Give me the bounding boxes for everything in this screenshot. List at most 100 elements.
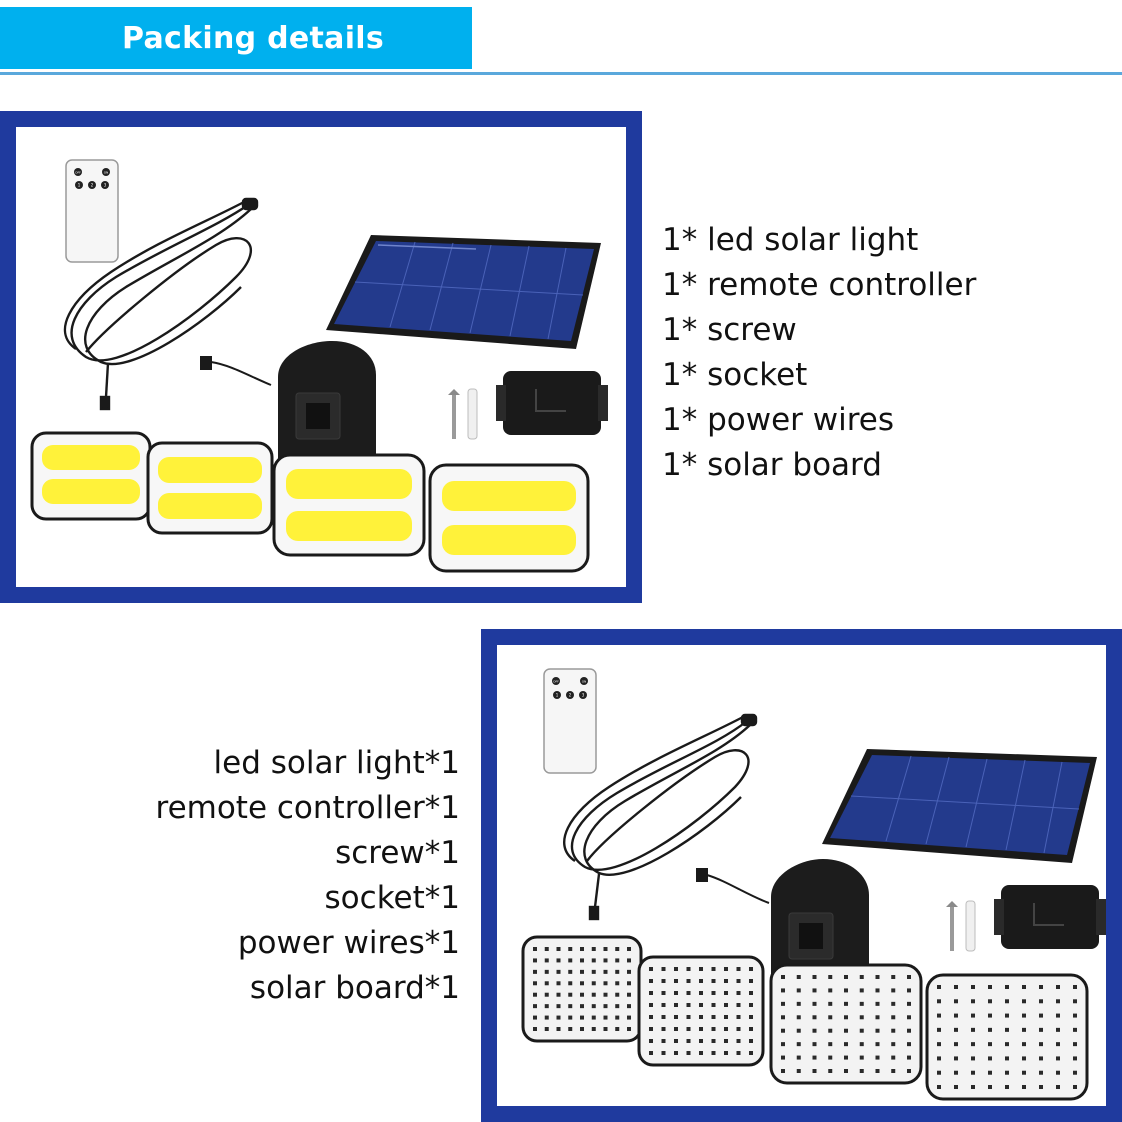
led-dot [556, 992, 561, 997]
led-dot [891, 988, 896, 993]
led-dot [907, 1015, 911, 1020]
list-item: 1* socket [662, 357, 808, 393]
led-dot [1073, 1042, 1077, 1047]
led-dot [699, 1051, 703, 1055]
socket-image [994, 885, 1106, 949]
led-dot [603, 992, 608, 997]
led-dot [649, 1003, 653, 1007]
list-item: 1* solar board [662, 447, 882, 483]
led-dot [627, 1004, 631, 1009]
led-dot [875, 988, 880, 993]
led-dot [875, 1069, 880, 1073]
led-dot [615, 969, 620, 974]
led-dot [615, 992, 620, 997]
remote-on-label: ON [104, 171, 109, 175]
led-dot [711, 1003, 716, 1007]
led-dot [907, 1001, 911, 1006]
led-dot [699, 991, 703, 995]
led-dot [591, 947, 596, 951]
led-dot [1073, 1085, 1077, 1089]
remote-controller-image: OFF ON 1 2 3 [65, 159, 119, 263]
led-dot [1022, 999, 1026, 1004]
led-dot [749, 1039, 753, 1043]
led-dot [781, 1001, 785, 1006]
led-dot [736, 991, 741, 995]
led-dot [568, 969, 573, 974]
led-dot [812, 1069, 817, 1073]
led-dot [875, 1028, 880, 1033]
led-dot [891, 1015, 896, 1020]
list-item: screw*1 [335, 835, 460, 871]
led-dot [724, 967, 728, 971]
led-dot [875, 1042, 880, 1047]
led-dot [749, 1051, 753, 1055]
led-dot [674, 1015, 678, 1019]
led-dot [844, 1069, 848, 1073]
led-dot [828, 1015, 833, 1020]
list-item: socket*1 [324, 880, 460, 916]
led-dot [544, 947, 549, 951]
list-item: 1* power wires [662, 402, 895, 438]
led-dot [1056, 1056, 1060, 1061]
led-dot [971, 1085, 975, 1089]
led-dot [1039, 1027, 1043, 1032]
list-item: remote controller*1 [155, 790, 461, 826]
led-dot [580, 969, 584, 974]
led-dot [875, 1001, 880, 1006]
led-dot [711, 1039, 716, 1043]
led-dot [828, 1055, 833, 1060]
led-dot [711, 1027, 716, 1031]
led-dot [724, 1039, 728, 1043]
screw-image [946, 900, 976, 952]
led-dot [1073, 985, 1077, 989]
led-dot [736, 1027, 741, 1031]
led-dot [661, 1015, 666, 1019]
led-dot [859, 1069, 864, 1073]
led-dot [615, 981, 620, 986]
led-dot [661, 1003, 666, 1007]
led-dot [828, 975, 833, 979]
led-dot [649, 1027, 653, 1031]
led-dot [556, 969, 561, 974]
led-dot [828, 1042, 833, 1047]
led-dot [533, 958, 537, 963]
led-solar-light-cob-image [30, 431, 590, 573]
led-dot [796, 1028, 801, 1033]
led-dot [1056, 985, 1060, 989]
product-image-frame-smd: OFF ON 1 2 3 [481, 629, 1122, 1122]
led-dot [544, 981, 549, 986]
led-dot [649, 991, 653, 995]
led-dot [1073, 1056, 1077, 1061]
led-dot [907, 988, 911, 993]
led-dot [591, 1004, 596, 1009]
led-dot [781, 1042, 785, 1047]
led-dot [615, 1015, 620, 1020]
led-dot [603, 947, 608, 951]
led-dot [937, 985, 941, 989]
light-mount-bracket [278, 341, 376, 467]
led-dot [859, 988, 864, 993]
led-dot [828, 1069, 833, 1073]
led-dot [699, 979, 703, 983]
led-dot [627, 969, 631, 974]
led-dot [661, 967, 666, 971]
led-dot [907, 1028, 911, 1033]
led-dot [533, 992, 537, 997]
led-dot [749, 967, 753, 971]
led-dot [661, 991, 666, 995]
led-dot [988, 1056, 992, 1061]
led-dot [796, 1001, 801, 1006]
led-dot [556, 958, 561, 963]
led-dot [580, 981, 584, 986]
list-item: power wires*1 [237, 925, 460, 961]
led-dot [580, 1027, 584, 1031]
led-dot [828, 988, 833, 993]
led-dot [954, 1085, 958, 1089]
led-dot [674, 991, 678, 995]
led-dot [796, 988, 801, 993]
led-dot [749, 979, 753, 983]
led-dot [603, 969, 608, 974]
led-dot [937, 1013, 941, 1018]
led-dot [844, 1015, 848, 1020]
led-dot [1022, 1056, 1026, 1061]
